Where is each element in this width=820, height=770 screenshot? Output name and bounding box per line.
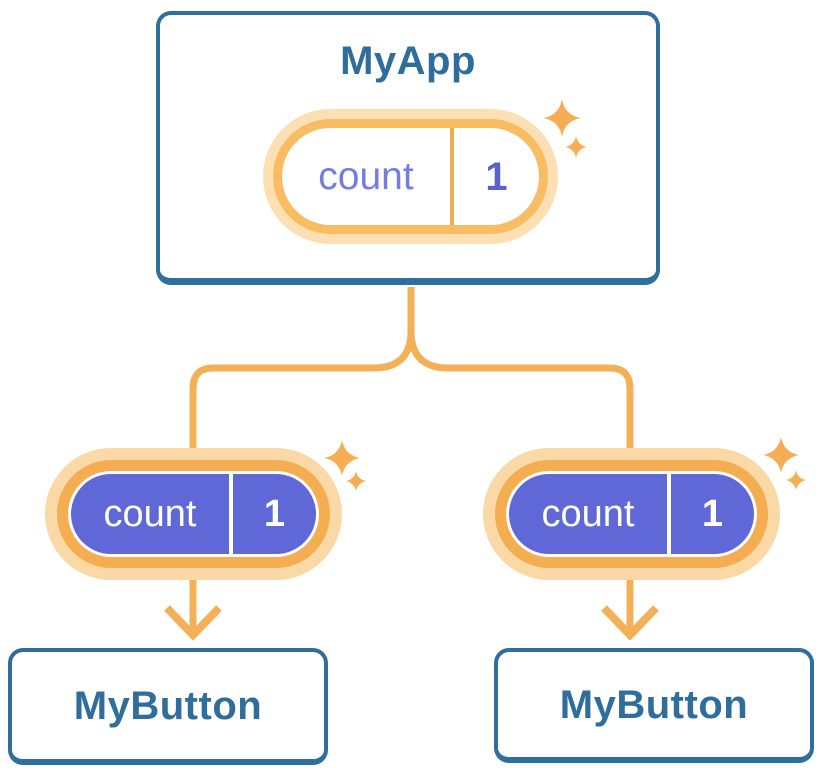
component-title: MyButton (73, 683, 263, 728)
component-title: MyApp (340, 39, 476, 83)
state-pill-root: count 1 (282, 128, 539, 225)
component-card-mybutton-left: MyButton (8, 648, 328, 765)
state-name: count (282, 128, 454, 225)
component-card-mybutton-right: MyButton (494, 648, 814, 763)
state-name: count (71, 474, 233, 554)
state-pill-left-child: count 1 (68, 471, 319, 557)
state-name: count (509, 474, 671, 554)
state-pill-right-child: count 1 (506, 471, 757, 557)
component-title: MyButton (559, 682, 749, 727)
state-value: 1 (263, 493, 286, 535)
state-value: 1 (485, 154, 508, 199)
state-value: 1 (701, 493, 724, 535)
